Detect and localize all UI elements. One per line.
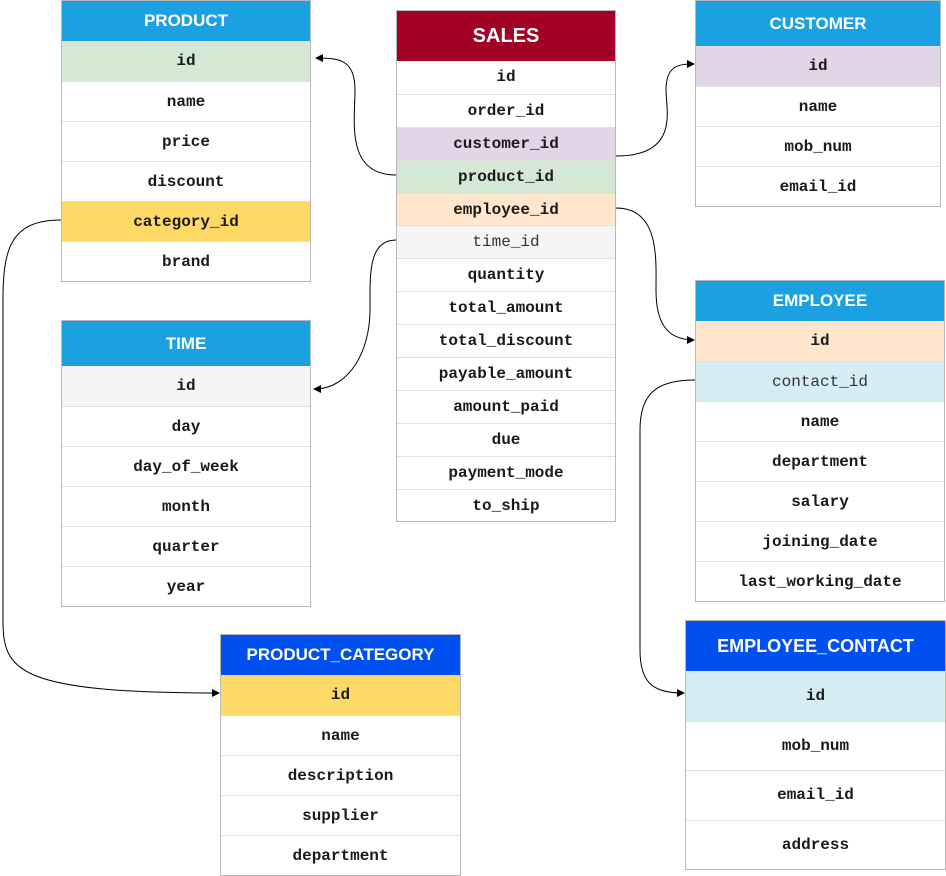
field-product-brand: brand — [62, 241, 310, 281]
field-product-category-id: id — [221, 675, 460, 715]
table-header-time: TIME — [62, 321, 310, 366]
field-employee-name: name — [696, 401, 944, 441]
table-header-product: PRODUCT — [62, 1, 310, 41]
field-sales-time-id: time_id — [397, 225, 615, 259]
connector-employee-id — [615, 207, 695, 344]
table-header-employee-contact: EMPLOYEE_CONTACT — [686, 621, 945, 671]
field-employee-joining-date: joining_date — [696, 521, 944, 561]
field-product-category-supplier: supplier — [221, 795, 460, 835]
field-employee-contact-email-id: email_id — [686, 770, 945, 820]
field-time-year: year — [62, 566, 310, 606]
field-time-id: id — [62, 366, 310, 406]
field-time-day: day — [62, 406, 310, 446]
connector-product-id — [315, 54, 397, 176]
field-sales-total-discount: total_discount — [397, 324, 615, 358]
field-employee-contact-mob-num: mob_num — [686, 720, 945, 770]
field-product-discount: discount — [62, 161, 310, 201]
field-customer-name: name — [696, 86, 940, 126]
field-sales-employee-id: employee_id — [397, 192, 615, 226]
field-sales-total-amount: total_amount — [397, 291, 615, 325]
field-customer-mob-num: mob_num — [696, 126, 940, 166]
field-product-id: id — [62, 41, 310, 81]
table-header-sales: SALES — [397, 11, 615, 61]
field-time-month: month — [62, 486, 310, 526]
field-time-day-of-week: day_of_week — [62, 446, 310, 486]
field-product-name: name — [62, 81, 310, 121]
field-sales-due: due — [397, 422, 615, 456]
field-sales-product-id: product_id — [397, 159, 615, 193]
field-employee-contact-id: id — [686, 671, 945, 721]
field-product-category-name: name — [221, 715, 460, 755]
connector-time-id — [313, 239, 397, 393]
field-customer-email-id: email_id — [696, 166, 940, 206]
connector-customer-id — [615, 60, 695, 157]
table-header-product-category: PRODUCT_CATEGORY — [221, 635, 460, 675]
field-time-quarter: quarter — [62, 526, 310, 566]
field-employee-id: id — [696, 321, 944, 361]
field-sales-quantity: quantity — [397, 258, 615, 292]
field-employee-contact-address: address — [686, 819, 945, 869]
field-employee-department: department — [696, 441, 944, 481]
field-product-price: price — [62, 121, 310, 161]
field-sales-order-id: order_id — [397, 93, 615, 127]
field-product-category-description: description — [221, 755, 460, 795]
field-product-category-id: category_id — [62, 201, 310, 241]
field-customer-id: id — [696, 46, 940, 86]
field-sales-customer-id: customer_id — [397, 126, 615, 160]
table-header-employee: EMPLOYEE — [696, 281, 944, 321]
field-employee-contact-id: contact_id — [696, 361, 944, 401]
field-sales-payment-mode: payment_mode — [397, 455, 615, 489]
field-employee-last-working-date: last_working_date — [696, 561, 944, 601]
field-sales-amount-paid: amount_paid — [397, 389, 615, 423]
field-employee-salary: salary — [696, 481, 944, 521]
field-sales-id: id — [397, 61, 615, 94]
field-sales-to-ship: to_ship — [397, 488, 615, 522]
table-header-customer: CUSTOMER — [696, 1, 940, 46]
field-sales-payable-amount: payable_amount — [397, 357, 615, 390]
field-product-category-department: department — [221, 835, 460, 875]
